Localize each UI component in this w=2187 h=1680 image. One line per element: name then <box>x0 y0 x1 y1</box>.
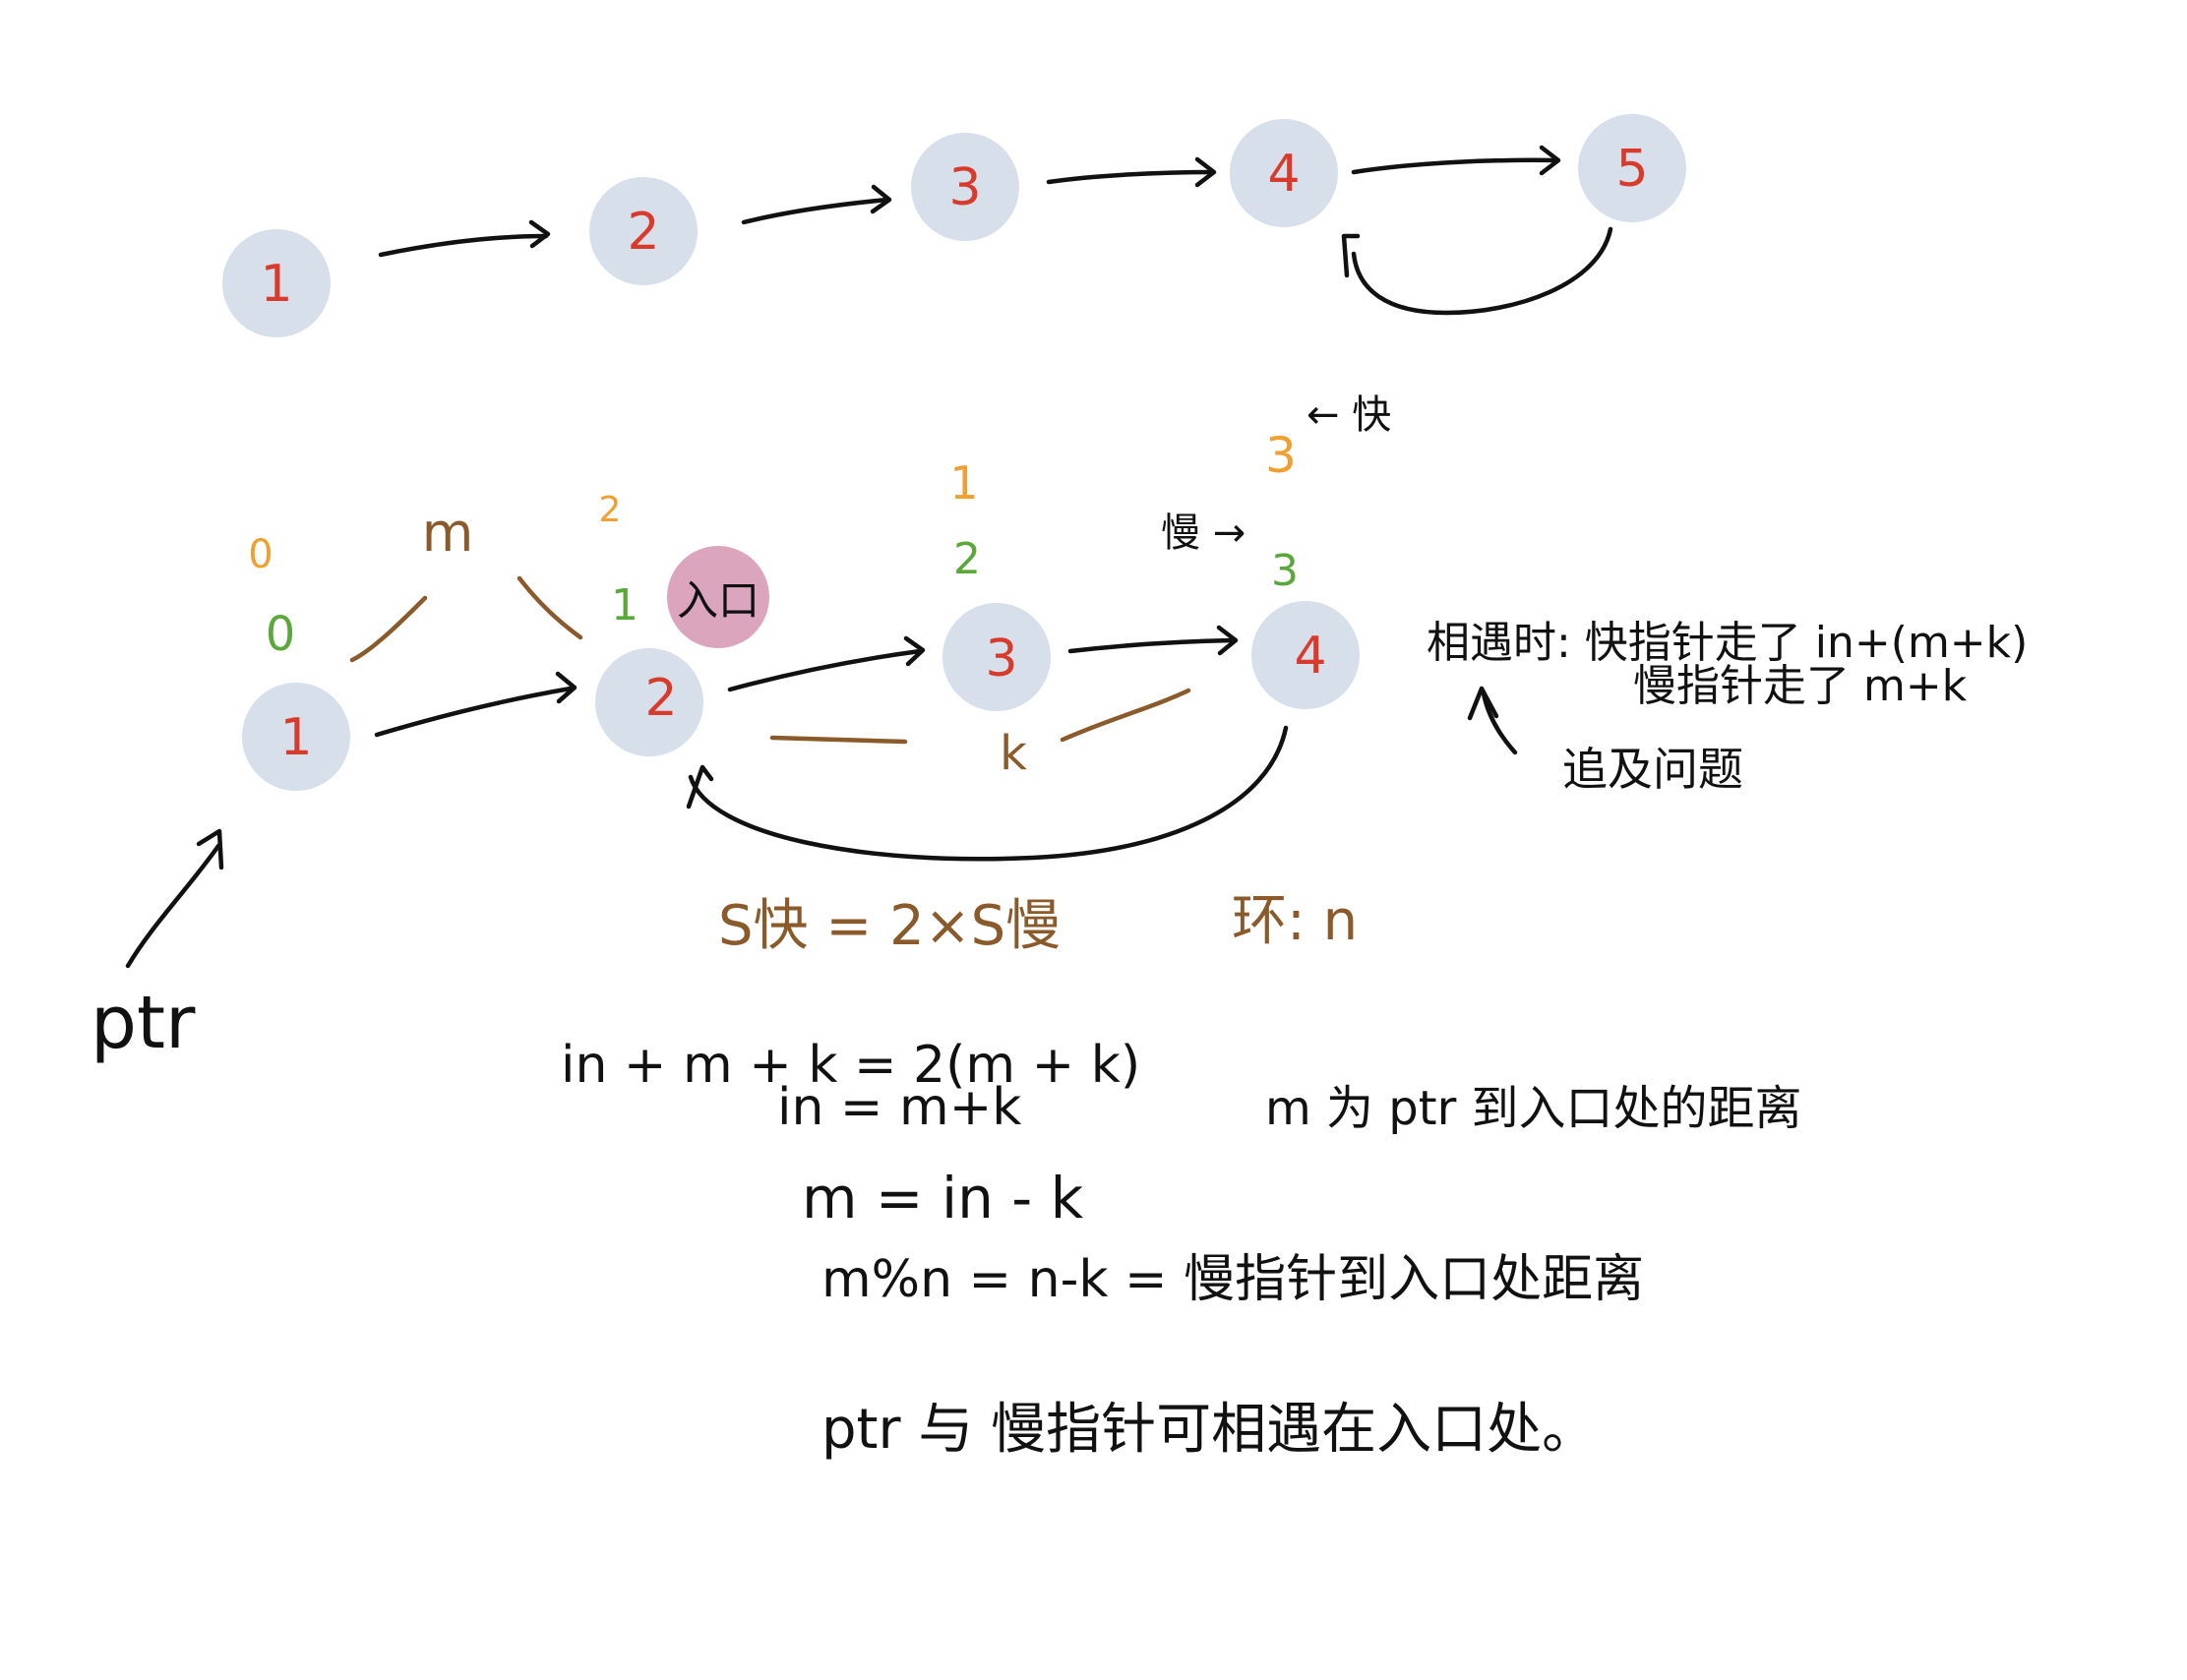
step-label-n3-orange: 1 <box>949 456 978 510</box>
m-segment-left <box>349 595 428 663</box>
step-label-n4-orange: 3 <box>1265 427 1297 484</box>
svg-text:4: 4 <box>1294 627 1326 686</box>
chase-label: 追及问题 <box>1562 743 1743 796</box>
node-4: 4 <box>1230 119 1338 227</box>
ptr-arrowhead <box>196 828 224 870</box>
speed-relations: S快 = 2×S慢 环: n <box>718 889 1358 958</box>
m-segment-right <box>516 575 583 640</box>
arrowhead-4-5 <box>1539 145 1561 176</box>
arrowhead-3-4 <box>1216 625 1239 656</box>
node-4: 4 <box>1251 601 1360 709</box>
edge-2-3 <box>741 197 890 225</box>
step-label-n1-green: 0 <box>266 607 296 662</box>
diagram-top: 1 2 3 4 5 <box>222 114 1686 337</box>
meeting-notes: 相遇时: 快指针走了 in+(m+k) 慢指针走了 m+k 追及问题 <box>1427 618 2028 796</box>
node-2: 2 <box>595 648 703 756</box>
node-2: 2 <box>589 177 698 285</box>
speed-equation: S快 = 2×S慢 <box>718 894 1061 958</box>
k-label: k <box>1000 726 1027 781</box>
ring-length: 环: n <box>1232 889 1358 953</box>
equation-2: in = m+k <box>777 1078 1021 1137</box>
equation-1: in + m + k = 2(m + k) <box>561 1036 1140 1095</box>
meet-line-1: 相遇时: 快指针走了 in+(m+k) <box>1427 618 2028 668</box>
diagram-cycle: 1 2 3 4 入口 m k 0 0 <box>91 392 1391 1065</box>
node-3: 3 <box>942 603 1051 711</box>
svg-text:5: 5 <box>1615 140 1648 199</box>
edge-4-5 <box>1351 157 1559 175</box>
arrowhead-1-2 <box>528 219 551 249</box>
edge-1-2 <box>378 233 549 258</box>
svg-text:入口: 入口 <box>677 576 759 625</box>
step-label-n2-green: 1 <box>611 580 638 630</box>
svg-text:2: 2 <box>644 669 677 728</box>
svg-text:4: 4 <box>1267 145 1300 204</box>
k-segment-right <box>1060 688 1191 743</box>
node-1: 1 <box>242 683 350 791</box>
svg-text:2: 2 <box>627 203 659 262</box>
svg-text:3: 3 <box>985 630 1017 689</box>
svg-text:3: 3 <box>948 158 981 217</box>
arrowhead-1-2 <box>555 671 577 704</box>
edge-1-2 <box>374 686 574 738</box>
node-1: 1 <box>222 229 331 337</box>
edge-5-3-loop <box>1351 226 1613 316</box>
entrance-badge: 入口 <box>667 546 769 648</box>
meet-line-2: 慢指针走了 m+k <box>1633 661 1968 711</box>
chase-arrowhead <box>1467 686 1499 721</box>
conclusion: ptr 与 慢指针可相遇在入口处。 <box>821 1398 1597 1462</box>
edge-3-4 <box>1067 637 1236 654</box>
step-label-n1-orange: 0 <box>248 532 273 577</box>
svg-text:1: 1 <box>279 708 312 767</box>
step-label-n4-green: 3 <box>1271 546 1299 596</box>
node-3: 3 <box>911 133 1019 241</box>
step-label-n3-green: 2 <box>953 534 981 584</box>
fast-pointer-label: ← 快 <box>1306 392 1391 438</box>
step-label-n2-orange: 2 <box>599 490 622 530</box>
slow-pointer-label: 慢 → <box>1161 510 1245 556</box>
m-label: m <box>422 502 474 564</box>
edge-3-4 <box>1046 169 1215 185</box>
edge-4-2-loop <box>688 725 1289 862</box>
arrowhead-loop <box>1341 233 1361 278</box>
ptr-arrow <box>125 843 221 969</box>
equation-3: m = in - k <box>802 1165 1084 1231</box>
m-definition: m 为 ptr 到入口处的距离 <box>1265 1081 1802 1136</box>
k-segment-left <box>769 735 908 745</box>
svg-text:1: 1 <box>260 255 292 314</box>
equation-4: m%n = n-k = 慢指针到入口处距离 <box>821 1250 1644 1309</box>
arrowhead-3-4 <box>1194 156 1217 188</box>
arrowhead-2-3 <box>870 184 892 214</box>
ptr-label: ptr <box>91 981 196 1065</box>
derivation: in + m + k = 2(m + k) in = m+k m = in - … <box>561 1036 1802 1462</box>
arrowhead-loop <box>686 764 714 810</box>
edge-2-3 <box>727 648 923 692</box>
node-5: 5 <box>1578 114 1686 222</box>
arrowhead-2-3 <box>903 635 926 667</box>
